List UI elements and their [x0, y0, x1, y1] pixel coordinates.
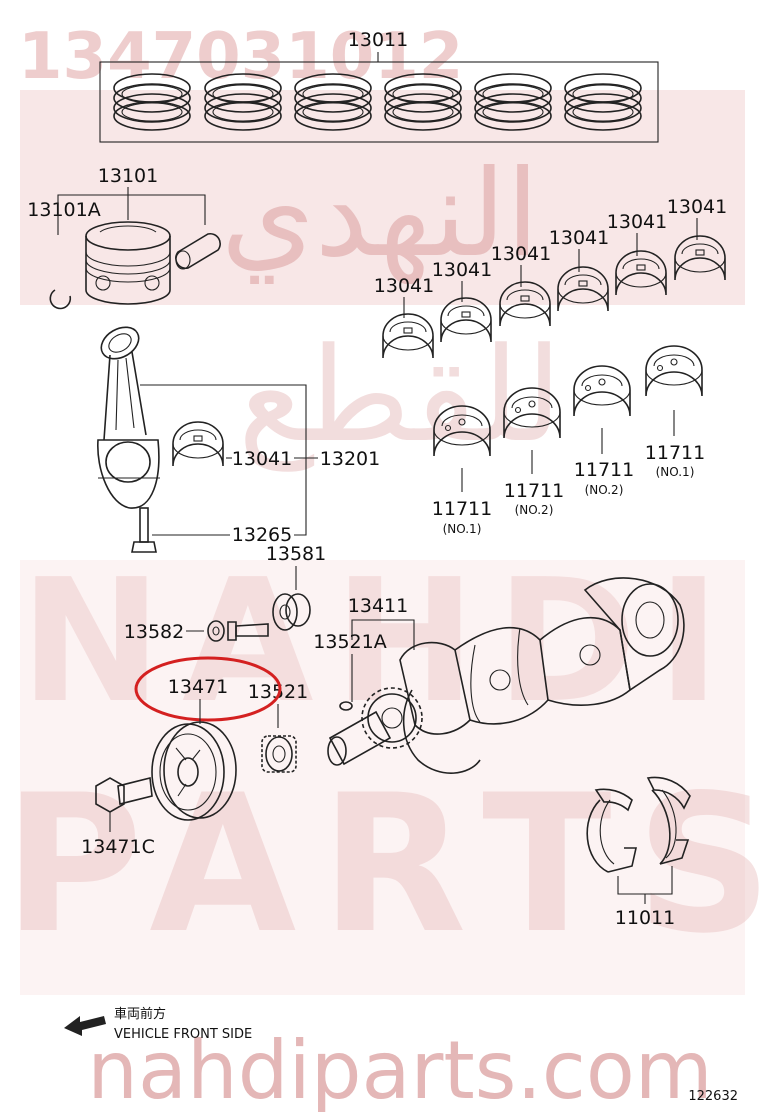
direction-indicator: 車両前方 VEHICLE FRONT SIDE	[64, 1006, 252, 1042]
label-13041-5: 13041	[607, 211, 667, 233]
crank-pulley-group: 13471	[134, 656, 282, 821]
watermark-arabic-parts: للقطع	[238, 319, 562, 472]
highlight-circle	[134, 656, 282, 722]
main-bearing-4	[645, 345, 703, 397]
label-13581: 13581	[266, 543, 326, 565]
label-11011: 11011	[615, 907, 675, 929]
crank-nose-sprocket	[327, 687, 423, 766]
direction-jp-label: 車両前方	[114, 1006, 166, 1022]
label-13041-rod: 13041	[232, 448, 292, 470]
main-bearing-3	[573, 365, 631, 417]
label-13201: 13201	[320, 448, 380, 470]
label-13521A: 13521A	[313, 631, 386, 653]
label-13411: 13411	[348, 595, 408, 617]
timing-sprocket-13521: 13521	[248, 681, 308, 773]
label-13041-4: 13041	[549, 227, 609, 249]
watermark-parts-word: PARTS	[3, 754, 760, 975]
key-13521A: 13521A	[313, 631, 387, 711]
label-13265: 13265	[232, 524, 292, 546]
connecting-rod-group: 13041 13201 13265	[97, 326, 380, 553]
piston	[85, 221, 171, 305]
thrust-washers: 11011	[586, 776, 691, 929]
label-13101: 13101	[98, 165, 158, 187]
watermark-site: nahdiparts.com	[87, 1024, 712, 1112]
rod-bearing-single	[172, 421, 224, 467]
watermark-arabic-brand: النهدي	[221, 145, 539, 284]
label-13582: 13582	[124, 621, 184, 643]
label-13041-1: 13041	[374, 275, 434, 297]
label-11711-1-sub: (NO.1)	[443, 522, 482, 536]
label-11711-4-sub: (NO.1)	[656, 465, 695, 479]
label-13041-6: 13041	[667, 196, 727, 218]
label-13471: 13471	[168, 676, 228, 698]
piston-group: 13101 13101A	[27, 165, 221, 310]
watermark-band	[20, 90, 745, 305]
bolt-13582: 13582	[124, 620, 269, 643]
direction-en-label: VEHICLE FRONT SIDE	[114, 1027, 252, 1042]
label-11711-2: 11711	[504, 480, 564, 502]
pulley-bolt-13471C: 13471C	[81, 777, 155, 858]
front-arrow-icon	[64, 1016, 106, 1036]
main-bearing-group: 11711 (NO.1) 11711 (NO.2) 11711 (NO.2) 1…	[432, 345, 705, 536]
crankshaft: 13411	[348, 577, 685, 774]
figure-number: 122632	[688, 1089, 738, 1104]
label-13471C: 13471C	[81, 836, 155, 858]
piston-pin	[175, 232, 221, 270]
crank-washer: 13581	[266, 543, 326, 631]
label-11711-1: 11711	[432, 498, 492, 520]
label-11711-4: 11711	[645, 442, 705, 464]
piston-ring-sets: 13011	[99, 29, 659, 143]
ring-set-box	[99, 61, 659, 143]
label-11711-3-sub: (NO.2)	[585, 483, 624, 497]
label-11711-2-sub: (NO.2)	[515, 503, 554, 517]
rod-bearing-row: 13041 13041 13041 13041 13041 13041	[374, 196, 727, 359]
label-13011: 13011	[348, 29, 408, 51]
label-13521: 13521	[248, 681, 308, 703]
crank-pulley	[151, 721, 237, 821]
label-13101A: 13101A	[27, 199, 100, 221]
label-13041-2: 13041	[432, 259, 492, 281]
label-13041-3: 13041	[491, 243, 551, 265]
connecting-rod	[97, 326, 160, 509]
rod-bolt	[131, 507, 157, 553]
label-11711-3: 11711	[574, 459, 634, 481]
snap-ring	[49, 289, 72, 310]
